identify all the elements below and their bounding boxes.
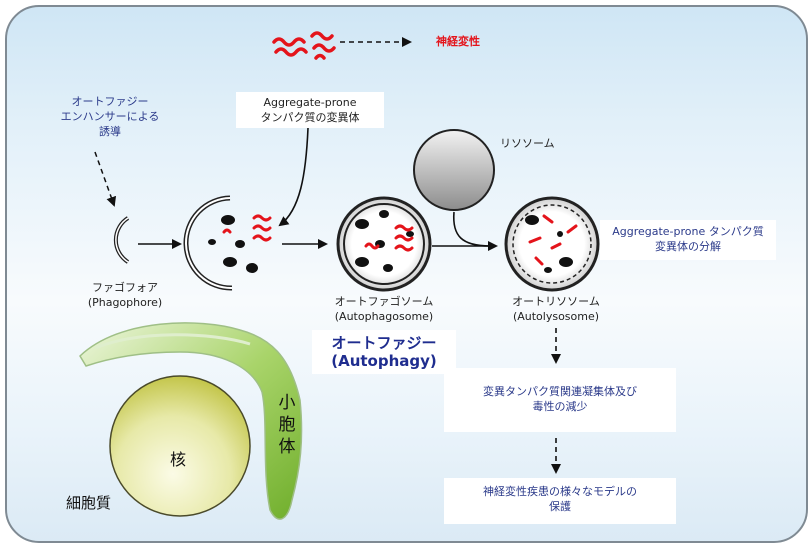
reduction-label: 変異タンパク質関連凝集体及び 毒性の減少 [444,384,676,414]
models-line-1: 神経変性疾患の様々なモデルの [483,485,637,498]
autophagy-title: オートファジー (Autophagy) [312,334,456,370]
models-line-2: 保護 [549,500,571,513]
models-label: 神経変性疾患の様々なモデルの 保護 [444,484,676,514]
degradation-line-1: Aggregate-prone タンパク質 [612,225,764,238]
arrow-protein-to-phagophore [278,127,309,227]
phagophore-icon [113,216,130,264]
arrow-lysosome-fuse [452,211,491,247]
phagophore-line-1: ファゴフォア [92,281,158,294]
autophagy-title-line-2: (Autophagy) [331,352,437,370]
label-band [312,330,456,374]
reticulum-icon [79,322,303,520]
phagophore-line-2: (Phagophore) [87,296,163,309]
label-band [600,220,776,260]
autolysosome-icon [504,196,600,292]
nucleus-label: 核 [170,450,187,469]
nucleus-icon [109,375,251,517]
autolysosome-line-2: (Autolysosome) [512,310,600,323]
autophagy-title-line-1: オートファジー [331,334,437,352]
cerebellum-char-1: 小 [278,393,296,413]
cerebellum-label: 小 胞 体 [276,392,298,458]
aggregate-line-1: Aggregate-prone [263,96,357,109]
aggregate-line-2: タンパク質の変異体 [260,111,360,124]
aggregate-protein-label: Aggregate-prone タンパク質の変異体 [236,95,384,125]
cytoplasm-label: 細胞質 [66,494,112,512]
autophagosome-line-1: オートファゴソーム [334,295,434,308]
autolysosome-label: オートリソソーム (Autolysosome) [490,294,622,324]
autophagosome-icon [336,196,432,292]
cerebellum-char-3: 体 [278,437,296,457]
reduction-line-2: 毒性の減少 [532,400,588,413]
aggregate-protein-icon [272,31,336,60]
label-band [444,478,676,524]
lysosome-label: リソソーム [500,137,555,150]
lysosome-icon [413,129,495,211]
reduction-line-1: 変異タンパク質関連凝集体及び [483,385,637,398]
cerebellum-char-2: 胞 [278,415,296,435]
label-band [444,368,676,432]
neurodegeneration-label: 神経変性 [436,35,480,48]
phagophore-label: ファゴフォア (Phagophore) [60,280,190,310]
enhancer-line-3: 誘導 [99,125,121,138]
label-band [236,92,384,128]
degradation-line-2: 変異体の分解 [655,240,721,253]
enhancer-line-2: エンハンサーによる [60,110,160,123]
enhancer-label: オートファジー エンハンサーによる 誘導 [50,94,170,139]
autophagosome-label: オートファゴソーム (Autophagosome) [318,294,450,324]
enhancer-line-1: オートファジー [71,95,149,108]
expanding-phagophore-icon [183,195,272,291]
arrow-induction [94,151,117,207]
degradation-label: Aggregate-prone タンパク質 変異体の分解 [600,224,776,254]
autolysosome-line-1: オートリソソーム [512,295,600,308]
autophagosome-line-2: (Autophagosome) [334,310,434,323]
